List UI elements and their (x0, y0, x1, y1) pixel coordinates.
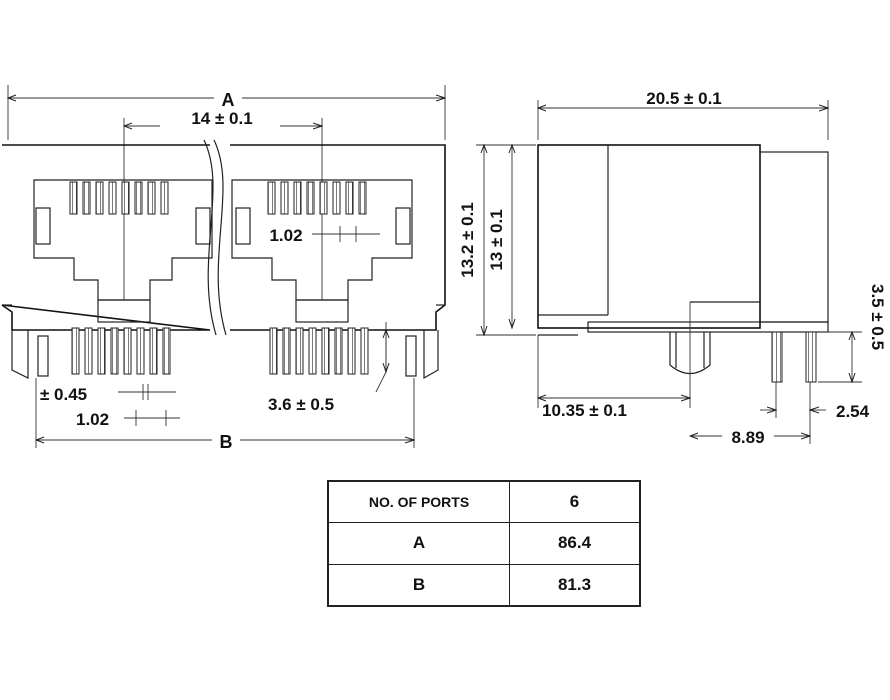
pcb-pin (334, 327, 343, 375)
pcb-pin (71, 327, 80, 375)
dim-total-height-label: 13.2 ± 0.1 (458, 202, 477, 278)
port-contact (134, 181, 143, 215)
table-header-label: NO. OF PORTS (327, 480, 510, 524)
pcb-pin (84, 327, 93, 375)
led-window-right-b (395, 207, 411, 245)
pcb-pin (308, 327, 317, 375)
port-contact (280, 181, 289, 215)
leader-line (375, 371, 387, 393)
led-window-right-a (235, 207, 251, 245)
label-bg (262, 224, 312, 244)
dim-a-label: A (222, 90, 235, 110)
pcb-pins (71, 327, 369, 375)
side-body (537, 144, 761, 329)
port-contact (69, 181, 78, 215)
pcb-pin (136, 327, 145, 375)
dim-pin-length-label: 3.6 ± 0.5 (268, 395, 334, 414)
table-row: A 86.4 (327, 522, 641, 565)
table-row: B 81.3 (327, 563, 641, 607)
pcb-pin (269, 327, 278, 375)
table-row-value: 81.3 (509, 563, 641, 607)
side-pin-1 (771, 331, 783, 383)
table-row-value: 86.4 (509, 522, 641, 565)
board-lock-right (423, 330, 439, 380)
table-header-value: 6 (509, 480, 641, 524)
dim-body-height-label: 13 ± 0.1 (487, 209, 506, 270)
dim-port-pitch-label: 14 ± 0.1 (191, 109, 252, 128)
dim-depth-label: 20.5 ± 0.1 (646, 89, 722, 108)
label-bg (722, 426, 774, 446)
port-contact (319, 181, 328, 215)
pcb-pin (282, 327, 291, 375)
latch-left (97, 299, 151, 323)
port-contact (108, 181, 117, 215)
break-line (203, 139, 217, 336)
table-row: NO. OF PORTS 6 (327, 480, 641, 524)
port-contact (160, 181, 169, 215)
pcb-pin (162, 327, 171, 375)
dim-b-label: B (220, 432, 233, 452)
board-lock-left (11, 330, 29, 379)
pcb-pin (321, 327, 330, 375)
pcb-pin (360, 327, 369, 375)
dim-pin-protrusion-label: 3.5 ± 0.5 (868, 284, 887, 350)
table-row-label: B (327, 563, 510, 607)
side-rear-shield (759, 151, 829, 323)
port-contact (147, 181, 156, 215)
label-bg (214, 88, 242, 108)
ports-table: NO. OF PORTS 6 A 86.4 B 81.3 (327, 480, 641, 607)
break-line (213, 139, 227, 336)
post-right (405, 335, 417, 377)
label-bg (160, 108, 280, 128)
port-contact (293, 181, 302, 215)
port-contact (332, 181, 341, 215)
pcb-pin (295, 327, 304, 375)
port-contacts (69, 181, 367, 215)
port-contact (121, 181, 130, 215)
led-window-left-a (35, 207, 51, 245)
led-window-left-b (195, 207, 211, 245)
housing-outline (1, 144, 446, 331)
label-bg (212, 430, 240, 450)
side-view: 20.5 ± 0.1 13.2 ± 0.1 13 ± 0.1 3.5 ± 0.5 (458, 89, 887, 447)
post-left (37, 335, 49, 377)
port-contact (95, 181, 104, 215)
table-row-label: A (327, 522, 510, 565)
pcb-pin (149, 327, 158, 375)
pcb-pin (97, 327, 106, 375)
port-contact (306, 181, 315, 215)
side-base (587, 321, 829, 333)
port-contact (267, 181, 276, 215)
front-view: A 14 ± 0.1 (1, 85, 446, 452)
port-contact (345, 181, 354, 215)
dim-pin-pitch-label: 1.02 (269, 226, 302, 245)
latch-right (295, 299, 349, 323)
dim-pin-pitch-bottom-label: 1.02 (76, 410, 109, 429)
pcb-pin (110, 327, 119, 375)
dim-post-to-pin-label: 8.89 (731, 428, 764, 447)
dim-pin-width-label: ± 0.45 (40, 385, 87, 404)
side-pin-2 (805, 331, 817, 383)
port-contact (358, 181, 367, 215)
pcb-pin (123, 327, 132, 375)
dim-pin-spacing-label: 2.54 (836, 402, 870, 421)
pcb-pin (347, 327, 356, 375)
port-contact (82, 181, 91, 215)
dim-front-offset-label: 10.35 ± 0.1 (542, 401, 627, 420)
